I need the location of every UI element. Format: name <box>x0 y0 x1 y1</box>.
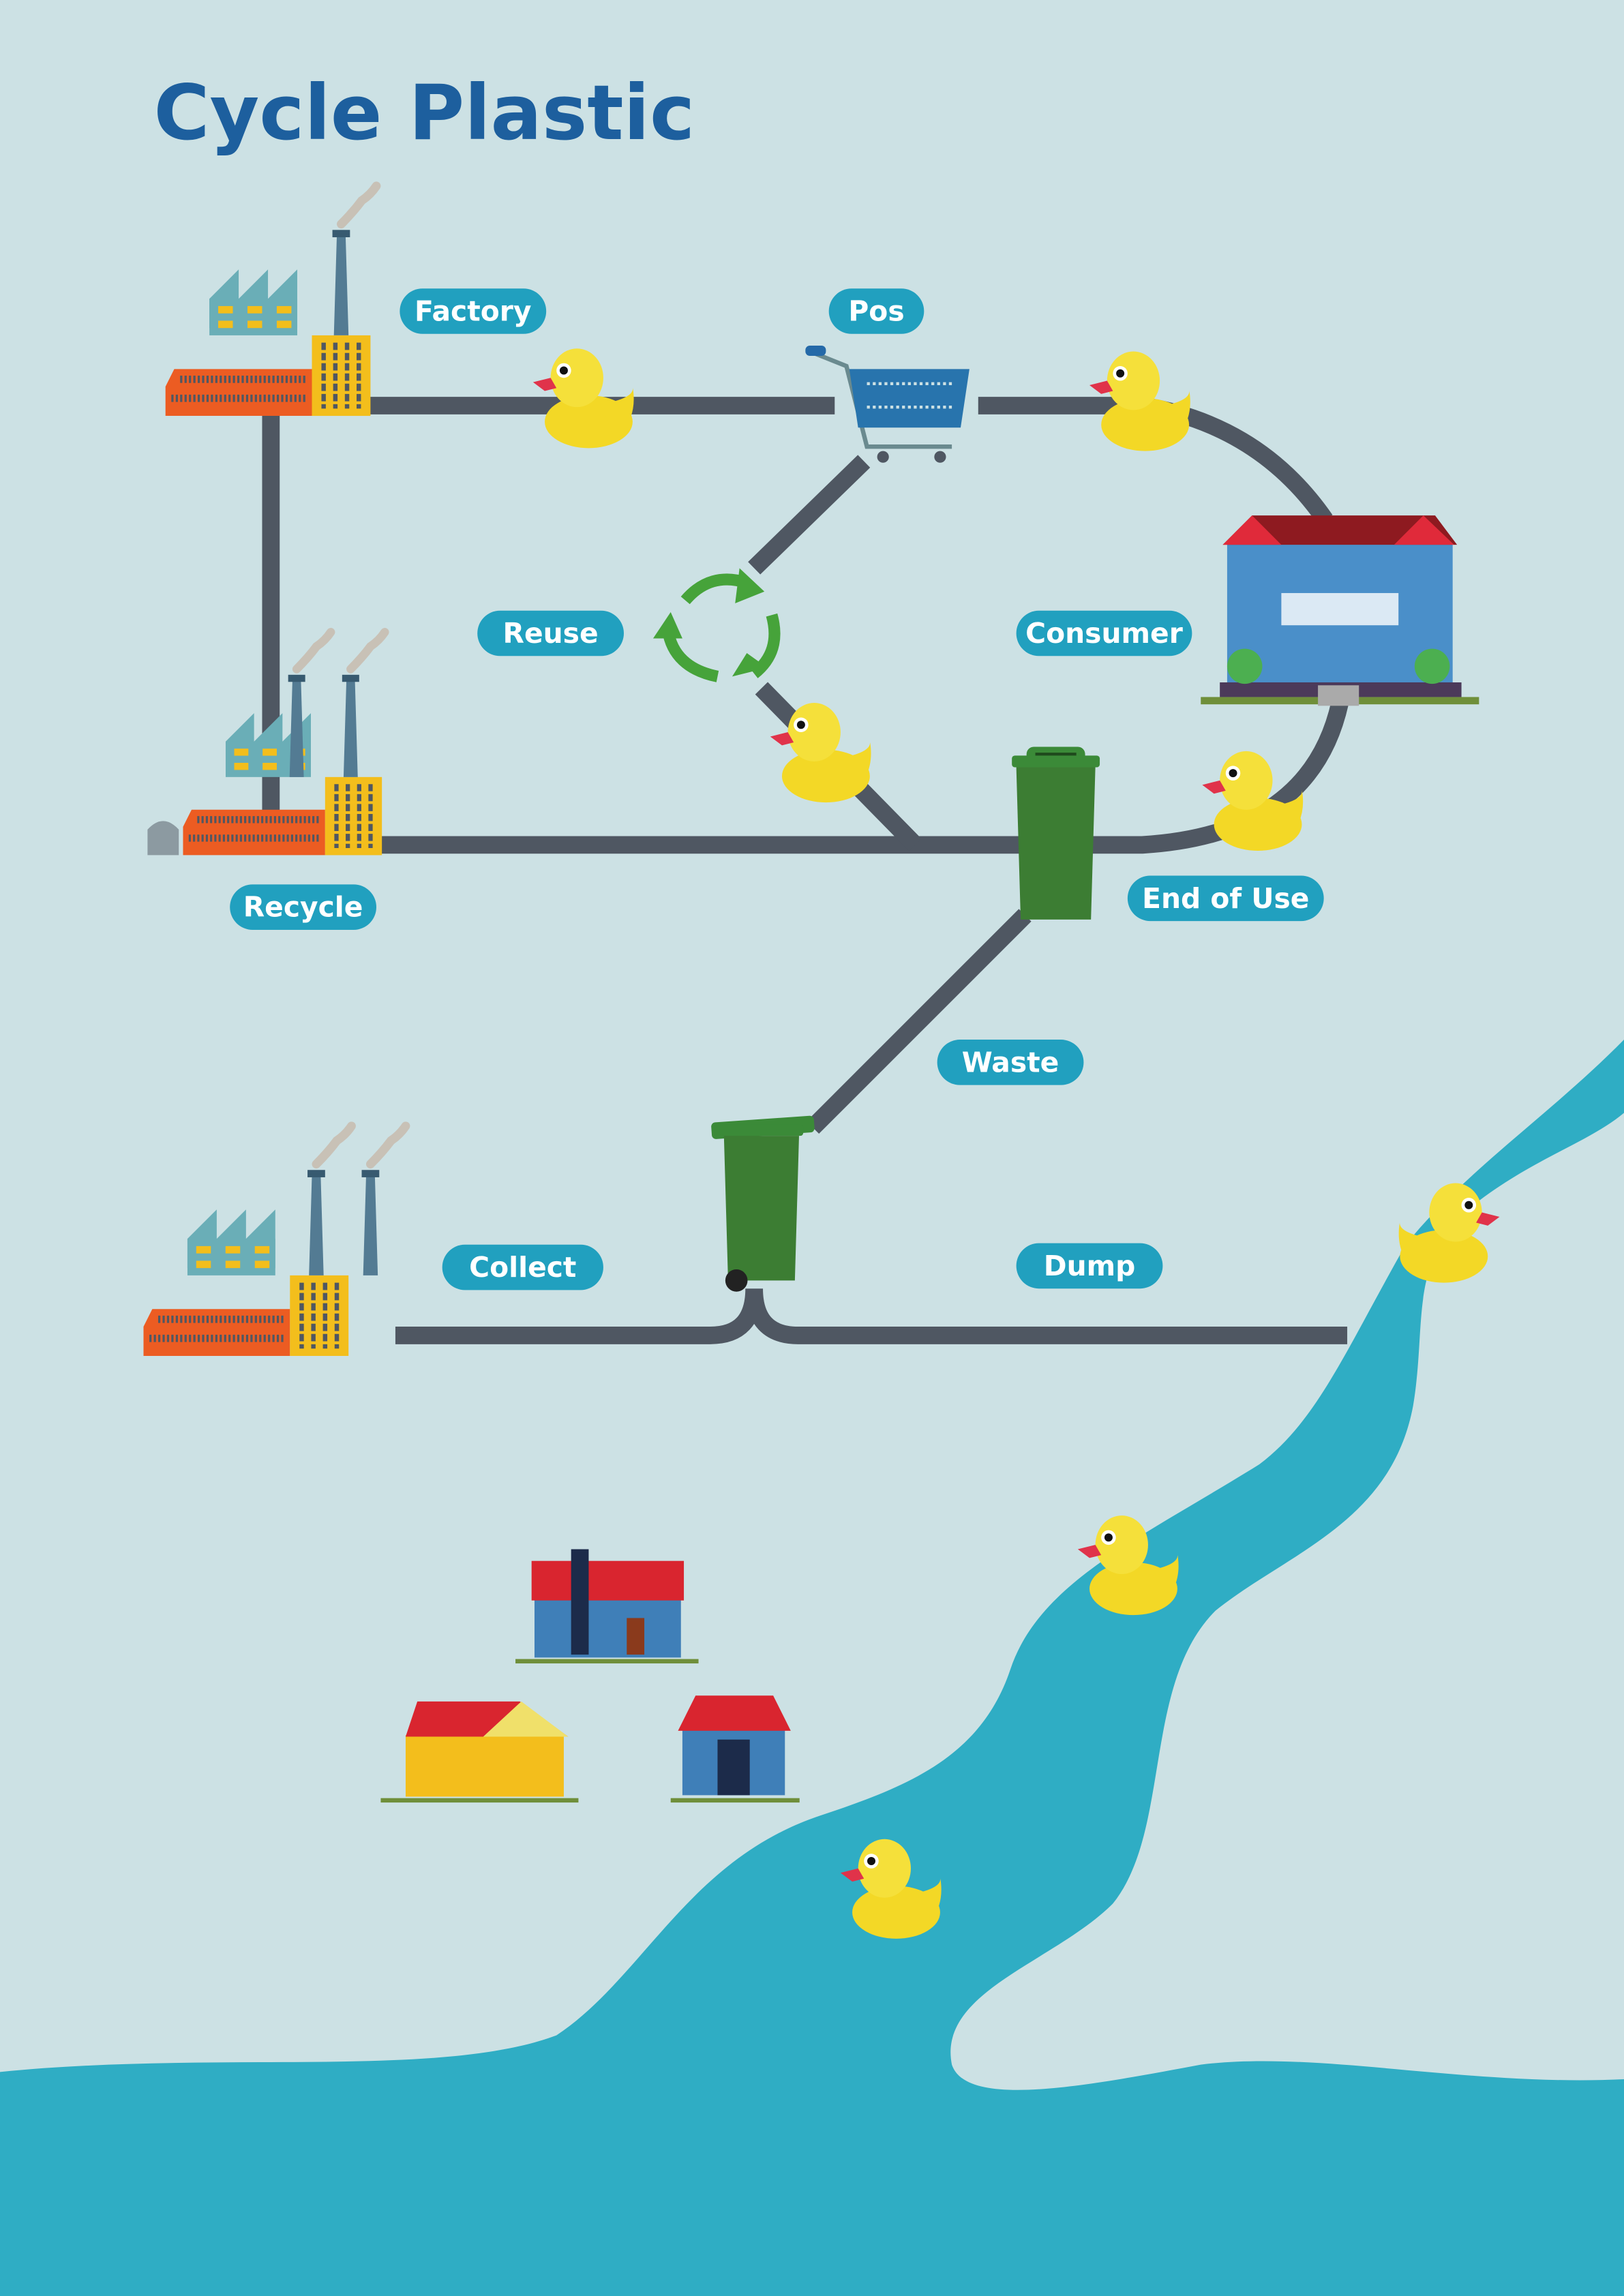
label-waste-text: Waste <box>962 1046 1059 1078</box>
page-title: Cycle Plastic <box>154 69 695 157</box>
label-collect-text: Collect <box>469 1251 576 1284</box>
label-recycle-text: Recycle <box>243 891 363 924</box>
label-consumer: Consumer <box>1016 610 1192 656</box>
label-consumer-text: Consumer <box>1025 617 1183 650</box>
label-end-of-use-text: End of Use <box>1142 882 1309 915</box>
recycle-icon <box>652 568 781 682</box>
trash-bin-icon <box>1012 746 1100 920</box>
label-dump: Dump <box>1016 1243 1163 1289</box>
label-reuse-text: Reuse <box>503 617 599 650</box>
label-factory: Factory <box>400 288 547 334</box>
roads <box>262 397 1349 1344</box>
label-end-of-use: End of Use <box>1127 875 1324 922</box>
consumer-house-illustration <box>1201 515 1479 706</box>
rubber-duck-icon <box>1398 1183 1500 1283</box>
house-illustration <box>380 1549 800 1803</box>
label-pos: Pos <box>828 288 924 334</box>
label-pos-text: Pos <box>848 294 904 327</box>
label-dump-text: Dump <box>1044 1250 1136 1282</box>
wheelie-bin-icon <box>711 1115 815 1292</box>
label-factory-text: Factory <box>415 294 531 327</box>
shopping-cart-icon <box>805 345 969 463</box>
label-waste: Waste <box>937 1040 1084 1085</box>
river <box>0 1040 1624 2296</box>
recycle-plant-illustration <box>147 632 385 855</box>
factory-illustration <box>166 186 376 416</box>
label-reuse: Reuse <box>477 610 624 656</box>
label-collect: Collect <box>442 1244 603 1290</box>
label-recycle: Recycle <box>230 884 377 930</box>
collection-plant-illustration <box>143 1126 405 1356</box>
